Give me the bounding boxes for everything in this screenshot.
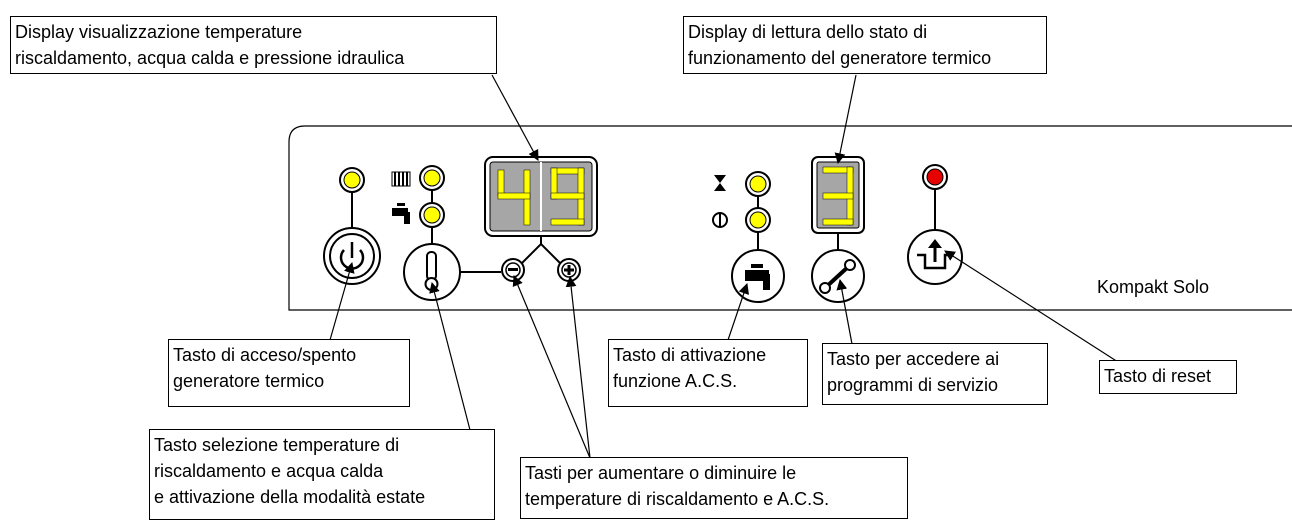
panel-outline [288, 125, 1292, 311]
callout-text: funzionamento del generatore termico [688, 48, 992, 68]
callout-dhw-key: Tasto di attivazione funzione A.C.S. [608, 339, 808, 407]
leader-reset [944, 250, 1119, 363]
radiator-icon [391, 171, 411, 187]
callout-power-key: Tasto di acceso/spento generatore termic… [168, 339, 410, 407]
callout-text: Tasto selezione temperature di [154, 435, 400, 455]
power-button[interactable] [323, 227, 381, 285]
callout-text: riscaldamento, acqua calda e pressione i… [15, 48, 405, 68]
plus-button[interactable] [557, 258, 581, 282]
tap-icon [392, 203, 410, 224]
model-label: Kompakt Solo [1097, 277, 1210, 297]
callout-text: temperature di riscaldamento e A.C.S. [525, 489, 830, 509]
dhw-button[interactable] [731, 249, 785, 303]
callout-text: Display visualizzazione temperature [15, 22, 303, 42]
callout-text: Tasto di attivazione [613, 345, 767, 365]
status-display [811, 156, 865, 234]
callout-text: Tasto per accedere ai [827, 349, 1000, 369]
leader-dhw [727, 282, 749, 341]
power-led-light [343, 171, 361, 189]
leader-minus [512, 275, 591, 459]
standby-icon [712, 212, 728, 228]
callout-text: funzione A.C.S. [613, 371, 738, 391]
plus-icon [564, 265, 574, 275]
hourglass-icon [714, 175, 726, 191]
callout-text: Tasto di reset [1104, 366, 1212, 386]
callout-plusminus-keys: Tasti per aumentare o diminuire le tempe… [520, 457, 908, 519]
tap-icon [745, 264, 770, 290]
leader-power [329, 261, 355, 341]
leader-plus [565, 275, 591, 459]
callout-text: riscaldamento e acqua calda [154, 461, 384, 481]
temperature-select-button[interactable] [403, 243, 461, 301]
callout-text: programmi di servizio [827, 375, 999, 395]
callout-text: Tasto di acceso/spento [173, 345, 357, 365]
callout-select-key: Tasto selezione temperature di riscaldam… [149, 429, 495, 520]
temperature-display [484, 156, 598, 237]
leader-display-status [834, 74, 857, 165]
service-button[interactable] [811, 249, 865, 303]
leader-service [836, 278, 853, 345]
callout-service-key: Tasto per accedere ai programmi di servi… [822, 343, 1048, 405]
thermometer-icon [424, 251, 439, 291]
minus-icon [508, 268, 518, 271]
callout-text: generatore termico [173, 371, 325, 391]
callout-display-temp: Display visualizzazione temperature risc… [10, 16, 497, 74]
callout-text: Display di lettura dello stato di [688, 22, 928, 42]
leader-select [429, 281, 471, 431]
callout-reset-key: Tasto di reset [1099, 360, 1237, 394]
callout-display-status: Display di lettura dello stato di funzio… [683, 16, 1047, 74]
callout-text: Tasti per aumentare o diminuire le [525, 463, 797, 483]
wrench-icon [819, 259, 856, 294]
minus-button[interactable] [501, 258, 525, 282]
leader-display-temp [491, 74, 539, 161]
callout-text: e attivazione della modalità estate [154, 487, 426, 507]
